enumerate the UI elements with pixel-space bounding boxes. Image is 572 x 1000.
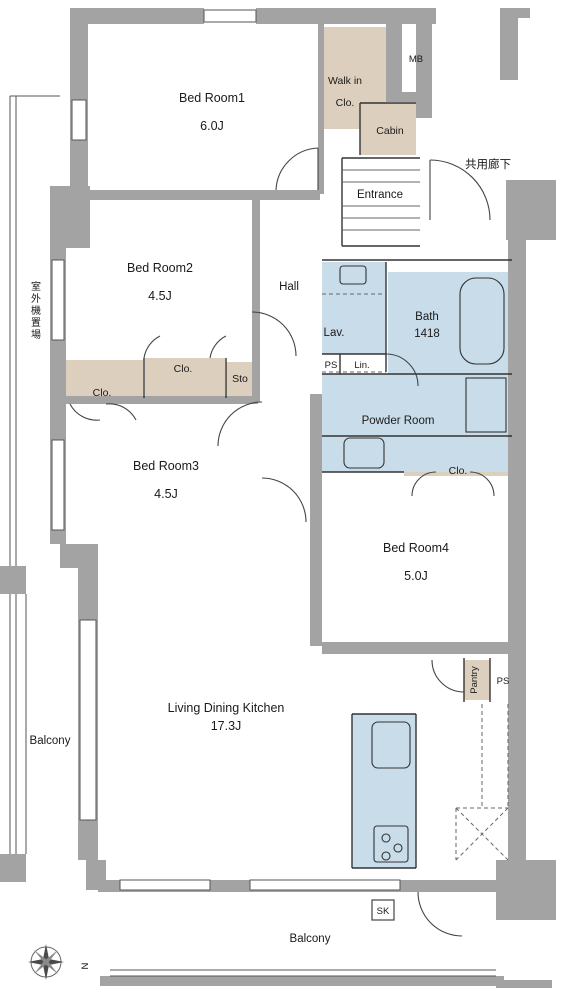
powder-room-label: Powder Room <box>362 415 435 427</box>
water-fills <box>322 262 512 868</box>
walkin-closet-line2: Clo. <box>336 97 355 109</box>
bath-name: Bath <box>415 311 439 323</box>
bed-room2-name: Bed Room2 <box>127 261 193 275</box>
balcony-railings <box>9 95 496 977</box>
sk-box <box>371 899 395 921</box>
common-corridor-label: 共用廊下 <box>465 157 511 171</box>
ps-label-2: PS <box>497 676 510 687</box>
bed-room1-name: Bed Room1 <box>179 91 245 105</box>
bed-room4-name: Bed Room4 <box>383 541 449 555</box>
bed-room2-size: 4.5J <box>148 289 172 303</box>
sk-label: SK <box>377 906 390 917</box>
washer <box>465 377 507 433</box>
outdoor-unit-char-3: 機 <box>31 304 41 317</box>
closet-bed2-label: Clo. <box>174 363 193 375</box>
bed-room1-size: 6.0J <box>200 119 224 133</box>
balcony-bottom-label: Balcony <box>290 933 331 945</box>
ps-label-1: PS <box>325 360 338 371</box>
ldk-name: Living Dining Kitchen <box>168 701 285 715</box>
bed-room3-name: Bed Room3 <box>133 459 199 473</box>
bath-size: 1418 <box>414 328 440 340</box>
walkin-closet-line1: Walk in <box>328 75 362 87</box>
compass-icon <box>28 944 64 980</box>
outdoor-unit-char-2: 外 <box>31 293 41 305</box>
door-swings <box>69 147 495 937</box>
stove <box>373 825 409 863</box>
storage-label: Sto <box>232 373 248 385</box>
powder-fill <box>322 374 512 472</box>
walls <box>0 8 556 988</box>
cabin-label: Cabin <box>376 125 404 137</box>
bed-room3-size: 4.5J <box>154 487 178 501</box>
kitchen-sink <box>371 721 411 769</box>
pantry-label: Pantry <box>469 666 480 694</box>
bathtub <box>459 277 505 365</box>
interior-lines <box>143 102 512 869</box>
windows <box>51 9 401 891</box>
outdoor-unit-char-5: 場 <box>31 328 41 341</box>
outdoor-unit-char-1: 室 <box>31 280 41 293</box>
kitchen-fill <box>352 714 416 868</box>
mb-label: MB <box>409 54 423 65</box>
closet-bed4-label: Clo. <box>449 465 468 477</box>
lav-fill <box>322 262 386 354</box>
hall-label: Hall <box>279 281 299 293</box>
lav-label: Lav. <box>324 327 345 339</box>
linen-label: Lin. <box>354 360 369 371</box>
balcony-side-label: Balcony <box>30 735 71 747</box>
closet-left-label: Clo. <box>93 387 112 399</box>
bath-fill <box>388 272 512 374</box>
cabin-fill <box>360 103 416 155</box>
fixtures <box>339 265 507 921</box>
entrance-label: Entrance <box>357 189 403 201</box>
washbasin <box>343 437 385 469</box>
dashed-lines <box>322 293 509 861</box>
bed-room4-size: 5.0J <box>404 569 428 583</box>
closet-bed2-fill <box>145 358 225 396</box>
pantry-fill <box>464 660 490 700</box>
outdoor-unit-char-4: 置 <box>31 317 41 329</box>
north-label: N <box>80 962 91 969</box>
ldk-size: 17.3J <box>211 719 242 733</box>
closet-left-fill <box>65 360 143 398</box>
entrance-steps <box>342 169 420 231</box>
toilet-bowl <box>339 265 367 285</box>
